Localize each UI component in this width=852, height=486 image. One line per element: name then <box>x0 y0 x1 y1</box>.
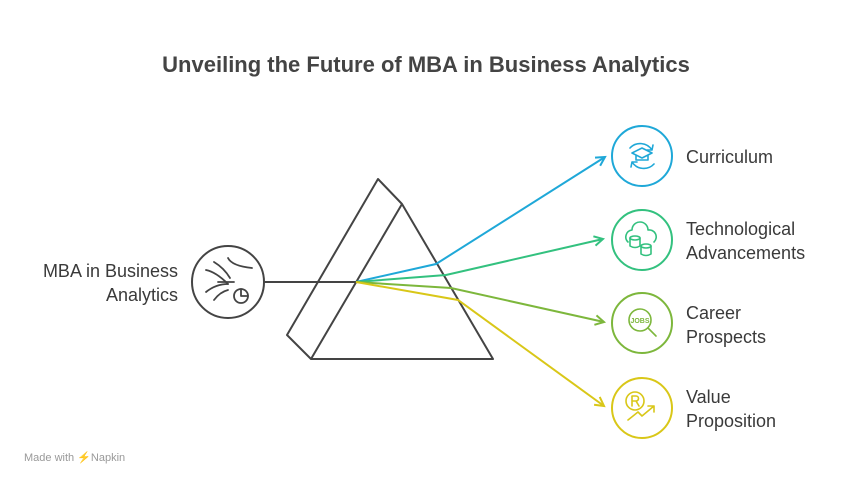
footer-text: Made with <box>24 452 75 464</box>
napkin-logo-icon: ⚡ <box>77 452 91 464</box>
source-label: MBA in Business Analytics <box>0 259 178 307</box>
arrowhead-icon <box>594 314 607 326</box>
output-label-curriculum: Curriculum <box>686 145 773 169</box>
ray-1 <box>355 238 604 283</box>
svg-text:JOBS: JOBS <box>630 318 649 325</box>
output-node-0 <box>611 125 673 187</box>
footer-brand: Napkin <box>90 452 126 464</box>
graduation-cap-cycle-icon <box>629 142 655 170</box>
prism <box>286 178 494 360</box>
label-line: Proposition <box>686 411 777 431</box>
ray-3 <box>355 281 605 407</box>
currency-growth-icon <box>625 391 655 421</box>
output-node-2: JOBS <box>611 292 673 354</box>
source-label-line1: MBA in Business <box>42 261 178 281</box>
label-line: Career <box>686 303 742 323</box>
arrowhead-icon <box>594 155 607 167</box>
label-line: Prospects <box>686 327 767 347</box>
label-line: Curriculum <box>686 147 774 167</box>
page-title: Unveiling the Future of MBA in Business … <box>162 52 690 77</box>
jobs-search-icon: JOBS <box>628 308 657 337</box>
arrowhead-icon <box>593 396 606 408</box>
ray-2 <box>355 281 605 323</box>
cloud-database-icon <box>625 221 658 257</box>
label-line: Value <box>686 387 731 407</box>
output-node-3 <box>611 377 673 439</box>
arrowhead-icon <box>593 235 606 247</box>
ray-0 <box>355 156 606 283</box>
output-node-1 <box>611 209 673 271</box>
footer: Made with ⚡Napkin <box>24 451 125 464</box>
label-line: Technological <box>686 219 796 239</box>
label-line: Advancements <box>686 243 806 263</box>
data-funnel-pie-icon <box>205 257 253 304</box>
source-label-line2: Analytics <box>105 285 178 305</box>
